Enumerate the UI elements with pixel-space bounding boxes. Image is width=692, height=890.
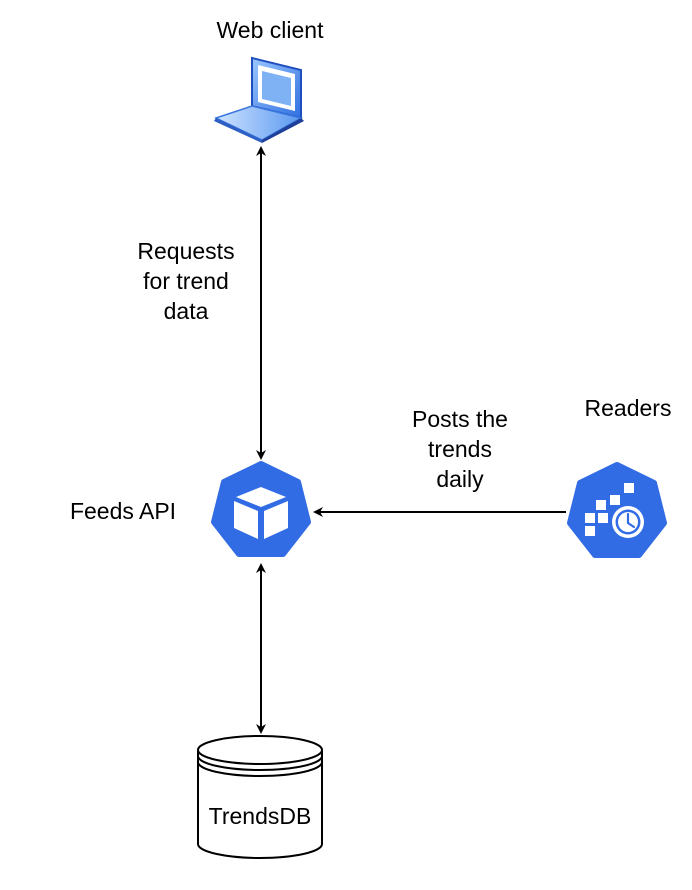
feeds-api-label: Feeds API bbox=[69, 498, 177, 524]
edge-label-posts: Posts the trends daily bbox=[389, 404, 531, 494]
readers-label: Readers bbox=[584, 395, 672, 421]
edge-label-requests-line: for trend bbox=[143, 268, 229, 294]
laptop-icon bbox=[214, 56, 304, 143]
edge-label-posts-line: daily bbox=[436, 466, 484, 492]
edge-label-requests: Requests for trend data bbox=[116, 236, 256, 326]
kubernetes-pod-icon bbox=[211, 461, 311, 557]
edge-label-requests-line: data bbox=[163, 298, 209, 324]
web-client-label: Web client bbox=[216, 17, 324, 43]
database-cylinder-icon bbox=[197, 735, 323, 859]
edge-label-requests-line: Requests bbox=[137, 238, 235, 264]
kubernetes-cronjob-icon bbox=[567, 462, 667, 558]
edge-label-posts-line: Posts the bbox=[412, 406, 508, 432]
edge-label-posts-line: trends bbox=[428, 436, 492, 462]
trends-db-label: TrendsDB bbox=[208, 803, 312, 829]
